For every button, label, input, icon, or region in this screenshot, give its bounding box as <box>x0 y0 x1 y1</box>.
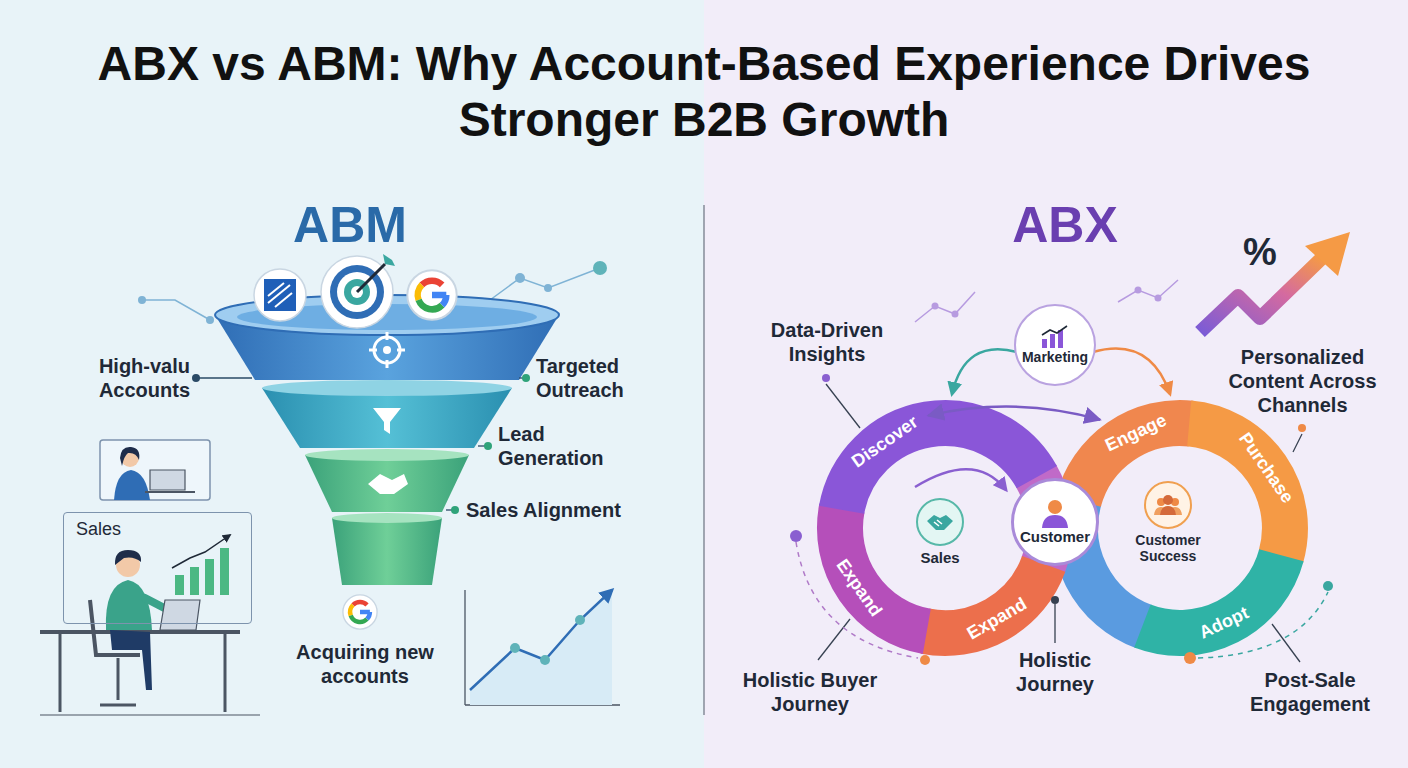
role-circle: Customer Success <box>1123 481 1213 564</box>
role-icon <box>1040 325 1070 349</box>
role-icon <box>1153 494 1183 516</box>
annotation-label: Holistic Journey <box>985 648 1125 696</box>
role-circle: Sales <box>913 498 967 566</box>
annotation-label: Data-Driven Insights <box>752 318 902 366</box>
role-icon <box>1038 498 1072 528</box>
annotation-label: High-valu Accounts <box>80 354 190 402</box>
circle-shape: Marketing <box>1014 304 1096 386</box>
annotation-label: Sales Alignment <box>466 498 666 522</box>
annotation-label: Post-Sale Engagement <box>1230 668 1390 716</box>
annotation-label: Holistic Buyer Journey <box>735 668 885 716</box>
section-heading: ABX <box>965 195 1165 255</box>
circle-label: Sales <box>913 549 967 566</box>
diagram-title: ABX vs ABM: Why Account-Based Experience… <box>74 36 1334 148</box>
circle-label: Customer Success <box>1126 532 1210 564</box>
annotation-label: % <box>1230 230 1290 276</box>
edge-arrow <box>928 407 1100 420</box>
annotation-label: Acquiring new accounts <box>275 640 455 688</box>
circle-shape: Customer <box>1011 478 1099 566</box>
role-icon <box>925 511 955 533</box>
panel-box: Sales <box>63 512 252 624</box>
circle-label: Customer <box>1020 528 1090 545</box>
circle-shape <box>1144 481 1192 529</box>
circle-shape <box>916 498 964 546</box>
annotation-label: Lead Generation <box>498 422 638 470</box>
annotation-label: Personalized Content Across Channels <box>1215 345 1390 417</box>
panel-label: Sales <box>76 519 239 540</box>
annotation-label: Targeted Outreach <box>536 354 646 402</box>
section-heading: ABM <box>250 195 450 255</box>
circle-label: Marketing <box>1022 349 1088 365</box>
loop-segment <box>842 423 1037 510</box>
role-circle: Customer <box>1011 478 1099 566</box>
role-circle: Marketing <box>1014 304 1096 386</box>
